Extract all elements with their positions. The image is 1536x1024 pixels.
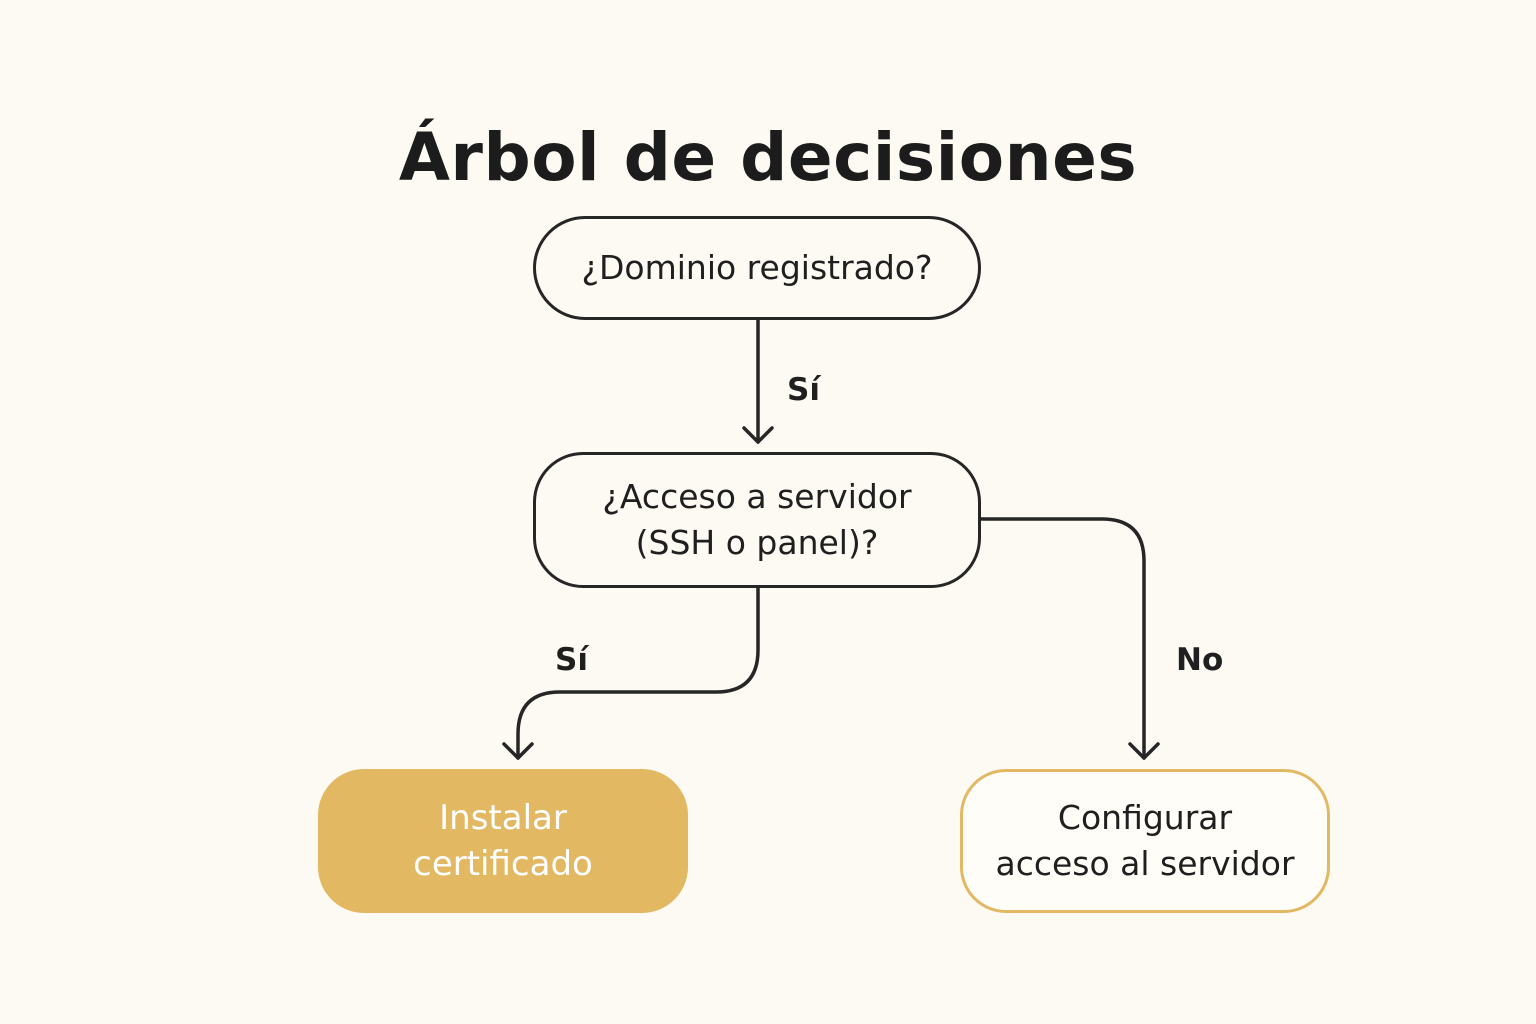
- edge-domain-yes-arrowhead: [742, 426, 774, 444]
- edge-label-access-yes: Sí: [555, 642, 588, 678]
- edge-label-domain-yes: Sí: [787, 372, 820, 408]
- node-domain-registered: ¿Dominio registrado?: [533, 216, 981, 320]
- edge-access-yes-arrowhead: [502, 742, 534, 760]
- edge-access-no-line: [979, 517, 1146, 760]
- edge-access-yes-line: [516, 586, 760, 760]
- page-title: Árbol de decisiones: [398, 119, 1138, 197]
- node-install-certificate: Instalar certificado: [318, 769, 688, 913]
- edge-access-no-arrowhead: [1128, 742, 1160, 760]
- node-configure-server-access: Configurar acceso al servidor: [960, 769, 1330, 913]
- node-server-access: ¿Acceso a servidor (SSH o panel)?: [533, 452, 981, 588]
- edge-label-access-no: No: [1176, 642, 1224, 678]
